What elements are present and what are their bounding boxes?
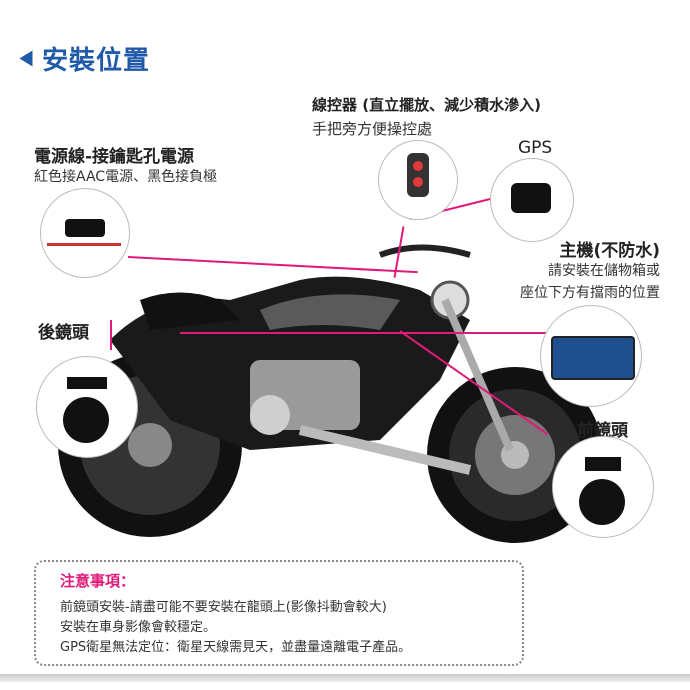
- power-cable-image: [40, 188, 130, 278]
- notes-box: 注意事項： 前鏡頭安裝-請盡可能不要安裝在龍頭上(影像抖動會較大) 安裝在車身影…: [34, 560, 524, 666]
- main-sub2: 座位下方有擋雨的位置: [520, 285, 660, 301]
- line-rear: [110, 320, 112, 350]
- main-sub1: 請安裝在儲物箱或: [548, 263, 660, 279]
- front-cam-label: 前鏡頭: [577, 421, 628, 441]
- notes-heading: 注意事項：: [60, 572, 136, 590]
- section-title: 安裝位置: [18, 40, 150, 77]
- rear-cam-image: [36, 356, 138, 458]
- note-line-1: 前鏡頭安裝-請盡可能不要安裝在龍頭上(影像抖動會較大): [60, 600, 387, 615]
- power-sub: 紅色接AAC電源、黑色接負極: [34, 169, 218, 185]
- power-label: 電源線-接鑰匙孔電源: [34, 147, 195, 167]
- note-line-3: GPS衛星無法定位：衛星天線需見天，並盡量遠離電子產品。: [60, 640, 412, 655]
- line-main: [180, 332, 550, 334]
- rear-cam-label: 後鏡頭: [38, 323, 89, 343]
- note-line-2: 安裝在車身影像會較穩定。: [60, 620, 217, 635]
- controller-label: 線控器 (直立擺放、減少積水滲入): [312, 96, 541, 114]
- controller-image: [378, 140, 458, 220]
- main-unit-image: [540, 305, 642, 407]
- gps-image: [490, 158, 574, 242]
- controller-sub: 手把旁方便操控處: [312, 120, 433, 138]
- page-title: 安裝位置: [42, 46, 151, 76]
- bottom-divider: [0, 674, 690, 682]
- front-cam-image: [552, 436, 654, 538]
- gps-label: GPS: [518, 138, 553, 158]
- main-label: 主機(不防水): [559, 241, 660, 261]
